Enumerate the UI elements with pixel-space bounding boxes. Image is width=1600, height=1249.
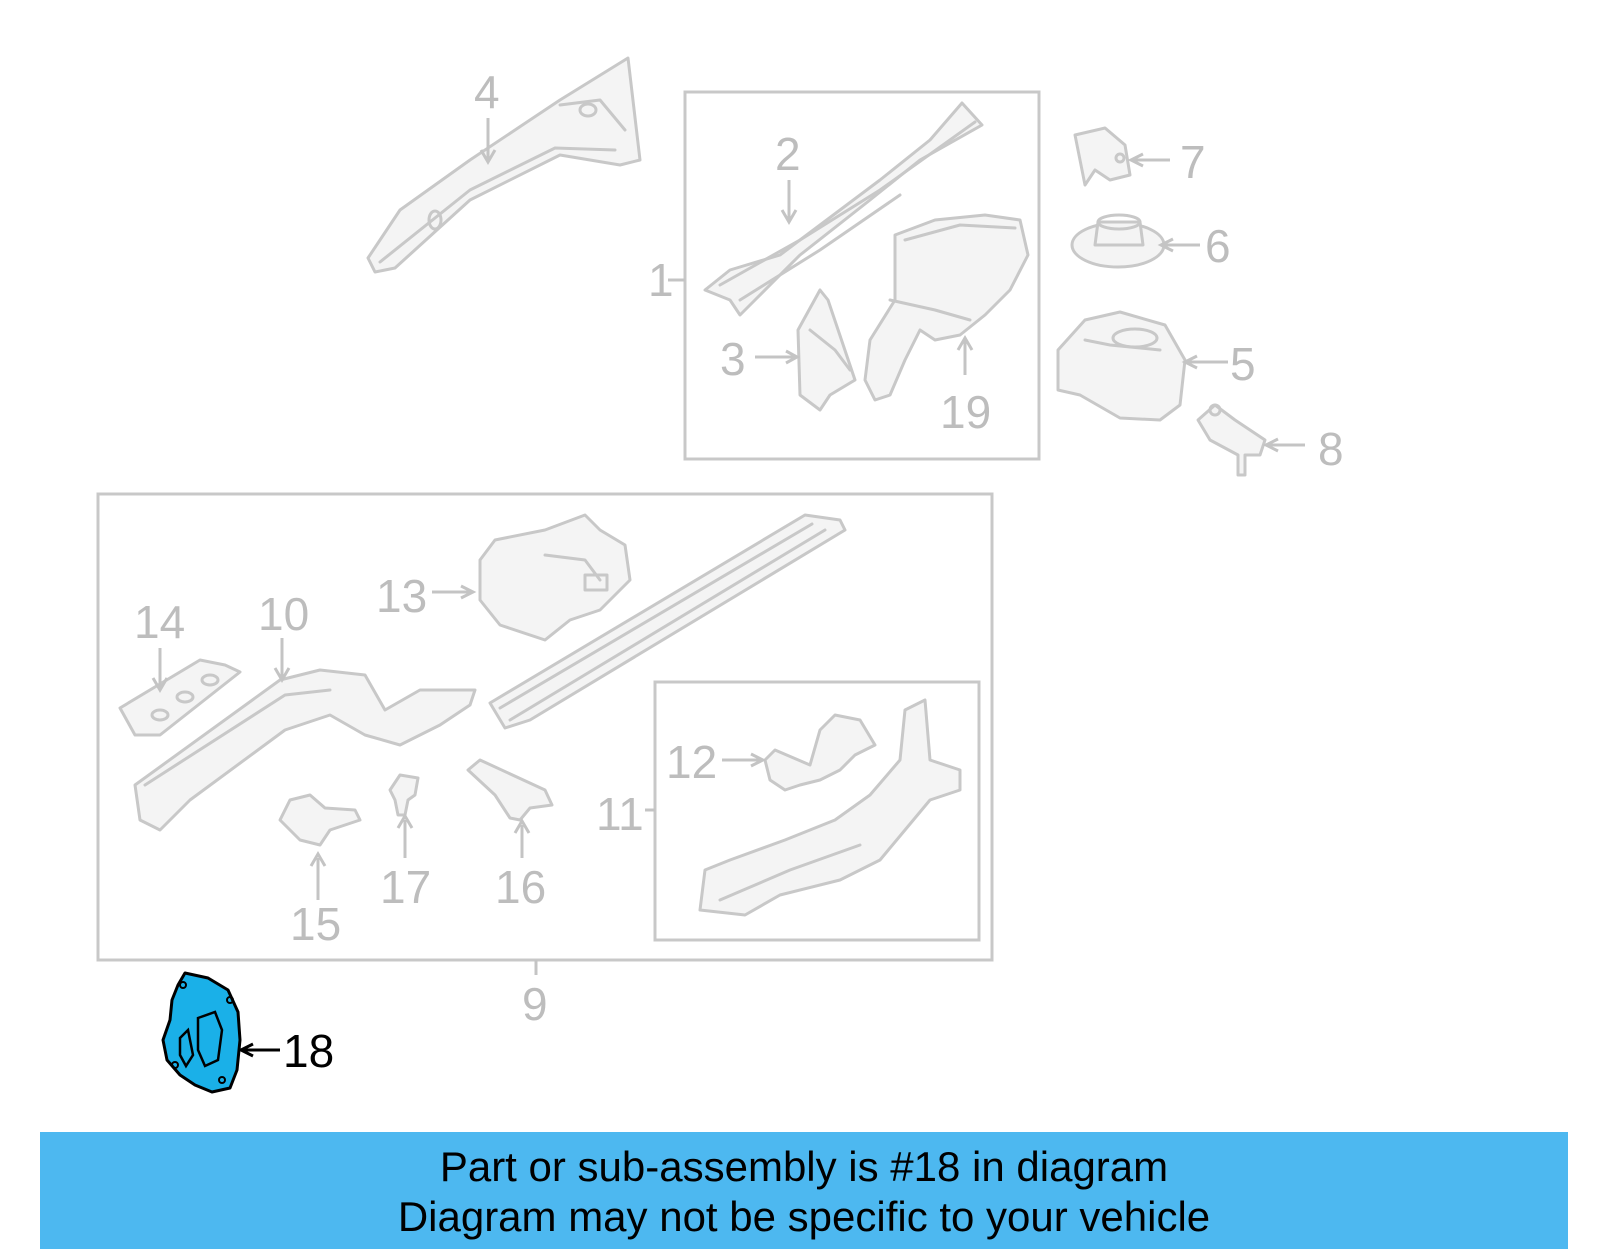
part-10[interactable]: [133, 668, 477, 832]
callout-14: 14: [134, 596, 185, 648]
callout-13: 13: [376, 570, 427, 622]
part-13[interactable]: [478, 513, 632, 642]
part-5[interactable]: [1056, 310, 1187, 422]
group-box-9: [96, 492, 994, 962]
part-18[interactable]: [161, 971, 242, 1094]
part-17[interactable]: [388, 773, 420, 817]
group-box-1: [683, 90, 1041, 461]
callout-4: 4: [474, 66, 500, 118]
part-9-rail[interactable]: [488, 513, 847, 730]
part-6[interactable]: [1070, 213, 1166, 269]
banner-line-2: Diagram may not be specific to your vehi…: [397, 1193, 1211, 1240]
callout-2: 2: [775, 128, 801, 180]
callout-17: 17: [380, 861, 431, 913]
callout-3: 3: [720, 333, 746, 385]
callout-10: 10: [258, 588, 309, 640]
part-19[interactable]: [863, 213, 1030, 402]
callout-19: 19: [940, 386, 991, 438]
part-11[interactable]: [698, 698, 962, 917]
part-3[interactable]: [796, 288, 857, 412]
callout-5: 5: [1230, 338, 1256, 390]
callout-15: 15: [290, 898, 341, 950]
info-banner: Part or sub-assembly is #18 in diagram D…: [40, 1132, 1568, 1249]
callout-7: 7: [1180, 136, 1206, 188]
callout-9: 9: [522, 978, 548, 1030]
callout-8: 8: [1318, 423, 1344, 475]
callout-18: 18: [283, 1025, 334, 1077]
part-14[interactable]: [118, 658, 242, 737]
banner-line-1: Part or sub-assembly is #18 in diagram: [439, 1143, 1169, 1190]
part-12[interactable]: [763, 713, 877, 792]
part-15[interactable]: [278, 793, 362, 847]
callout-1: 1: [648, 254, 674, 306]
callout-12: 12: [666, 736, 717, 788]
part-7[interactable]: [1073, 126, 1132, 187]
part-2[interactable]: [703, 101, 984, 317]
callout-6: 6: [1205, 220, 1231, 272]
part-16[interactable]: [466, 758, 554, 822]
callout-16: 16: [495, 861, 546, 913]
part-8[interactable]: [1196, 403, 1267, 477]
part-4[interactable]: [366, 56, 642, 274]
callout-11: 11: [596, 788, 644, 840]
